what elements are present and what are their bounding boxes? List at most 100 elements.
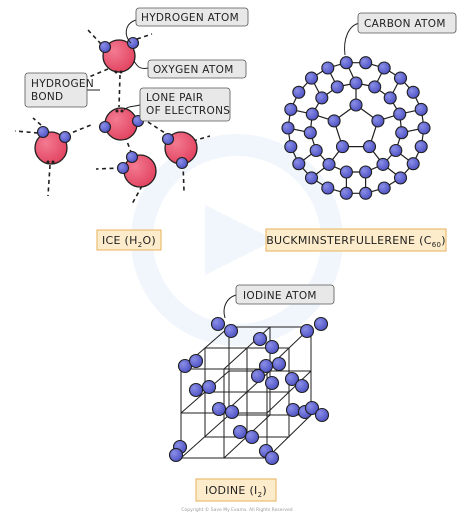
oxygen-atom-label-text: OXYGEN ATOM	[153, 64, 234, 76]
lone-pair-label-line2: OF ELECTRONS	[146, 105, 230, 117]
carbon-atom	[309, 143, 323, 158]
iodine-caption-text: IODINE (I2)	[205, 484, 267, 499]
carbon-atom	[359, 186, 373, 200]
iodine-atom	[252, 331, 268, 347]
iodine-molecule	[211, 401, 240, 420]
iodine-molecule	[258, 443, 280, 466]
oxygen-atom-label: OXYGEN ATOM	[133, 59, 247, 79]
iodine-molecule	[304, 400, 330, 423]
iodine-atom	[244, 429, 260, 445]
fullerene-structure: CARBON ATOM BUCKMINSTERFULLERENE (C60)	[265, 12, 457, 252]
iodine-atom	[285, 402, 301, 418]
iodine-atom	[264, 339, 280, 355]
iodine-structure: IODINE ATOM IODINE (I2)	[168, 284, 335, 502]
hydrogen-atom	[125, 150, 139, 164]
carbon-atom	[339, 186, 353, 200]
iodine-molecule	[299, 316, 329, 339]
iodine-atom	[304, 400, 320, 416]
iodine-atom-label-text: IODINE ATOM	[243, 290, 317, 302]
hydrogen-bond-label-line2: BOND	[31, 91, 63, 103]
iodine-atom	[264, 450, 280, 466]
iodine-atom	[188, 353, 204, 369]
carbon-atom	[359, 56, 373, 70]
carbon-atom	[377, 61, 391, 75]
carbon-atom	[395, 126, 409, 140]
carbon-atom	[377, 181, 391, 195]
iodine-atom	[313, 316, 329, 332]
hydrogen-atom	[175, 156, 189, 170]
hydrogen-bond-label-line1: HYDROGEN	[31, 78, 94, 90]
water-molecule	[98, 107, 145, 141]
carbon-atom	[393, 107, 407, 121]
hydrogen-atom-label-text: HYDROGEN ATOM	[141, 12, 239, 24]
iodine-molecule	[177, 353, 204, 374]
carbon-atom	[335, 140, 350, 154]
carbon-atom	[349, 76, 363, 90]
fullerene-caption-text: BUCKMINSTERFULLERENE (C60)	[266, 234, 446, 249]
iodine-atom	[211, 401, 227, 417]
iodine-molecule	[168, 439, 188, 463]
ice-caption: ICE (H2O)	[96, 229, 162, 251]
water-molecule	[98, 36, 140, 74]
ice-caption-text: ICE (H2O)	[102, 234, 156, 249]
carbon-atom-label-text: CARBON ATOM	[364, 18, 446, 30]
carbon-atom	[393, 71, 408, 85]
carbon-atom	[284, 140, 298, 154]
carbon-atom	[305, 107, 319, 121]
carbon-atom	[389, 143, 403, 158]
carbon-atom	[281, 121, 295, 135]
iodine-molecule	[210, 316, 239, 339]
iodine-atom	[314, 407, 330, 423]
carbon-atom	[304, 171, 319, 185]
water-molecule	[116, 150, 157, 188]
iodine-atom	[223, 323, 239, 339]
hydrogen-atom	[161, 132, 175, 146]
carbon-atom-label: CARBON ATOM	[344, 12, 457, 56]
carbon-atom	[303, 126, 317, 140]
iodine-atom	[210, 316, 226, 332]
copyright-footer: Copyright © Save My Exams. All Rights Re…	[181, 506, 292, 513]
carbon-atom	[414, 102, 428, 116]
iodine-atom	[284, 371, 300, 387]
iodine-molecule	[284, 371, 310, 394]
carbon-atom	[321, 181, 335, 195]
hydrogen-atom	[98, 40, 112, 54]
carbon-atom	[371, 114, 385, 128]
iodine-atom	[294, 378, 310, 394]
hydrogen-atom	[126, 36, 140, 50]
iodine-molecule	[252, 331, 280, 355]
lone-pair-label-line1: LONE PAIR	[146, 92, 204, 104]
oxygen-atom	[102, 39, 136, 73]
iodine-lattice	[180, 326, 312, 459]
ice-structure: HYDROGEN ATOM OXYGEN ATOM HYDROGEN BOND …	[14, 7, 249, 251]
carbon-atom	[327, 114, 341, 128]
carbon-atom	[368, 80, 382, 94]
carbon-atom	[359, 165, 373, 179]
lone-pair-label: LONE PAIR OF ELECTRONS	[123, 87, 231, 122]
carbon-atom	[292, 85, 306, 99]
iodine-molecule	[258, 356, 287, 374]
fullerene-caption: BUCKMINSTERFULLERENE (C60)	[265, 228, 447, 252]
iodine-molecule	[232, 424, 260, 445]
iodine-atom	[224, 404, 240, 420]
water-molecule	[34, 125, 72, 165]
iodine-atom	[264, 375, 280, 391]
hydrogen-atom	[116, 161, 130, 175]
carbon-atom	[376, 157, 390, 171]
oxygen-atom	[34, 131, 68, 165]
iodine-atom-label: IODINE ATOM	[223, 284, 335, 319]
carbon-atom	[321, 61, 335, 75]
carbon-atom	[330, 80, 344, 94]
iodine-caption: IODINE (I2)	[195, 478, 277, 502]
hydrogen-atom	[98, 120, 112, 134]
iodine-atom	[299, 323, 315, 339]
carbon-atom	[292, 157, 306, 171]
carbon-atom	[414, 140, 428, 154]
carbon-atom	[304, 71, 319, 85]
water-molecule	[161, 131, 198, 170]
carbon-atom	[406, 85, 420, 99]
iodine-atom	[168, 447, 184, 463]
iodine-atom	[271, 356, 287, 372]
carbon-atom	[284, 102, 298, 116]
